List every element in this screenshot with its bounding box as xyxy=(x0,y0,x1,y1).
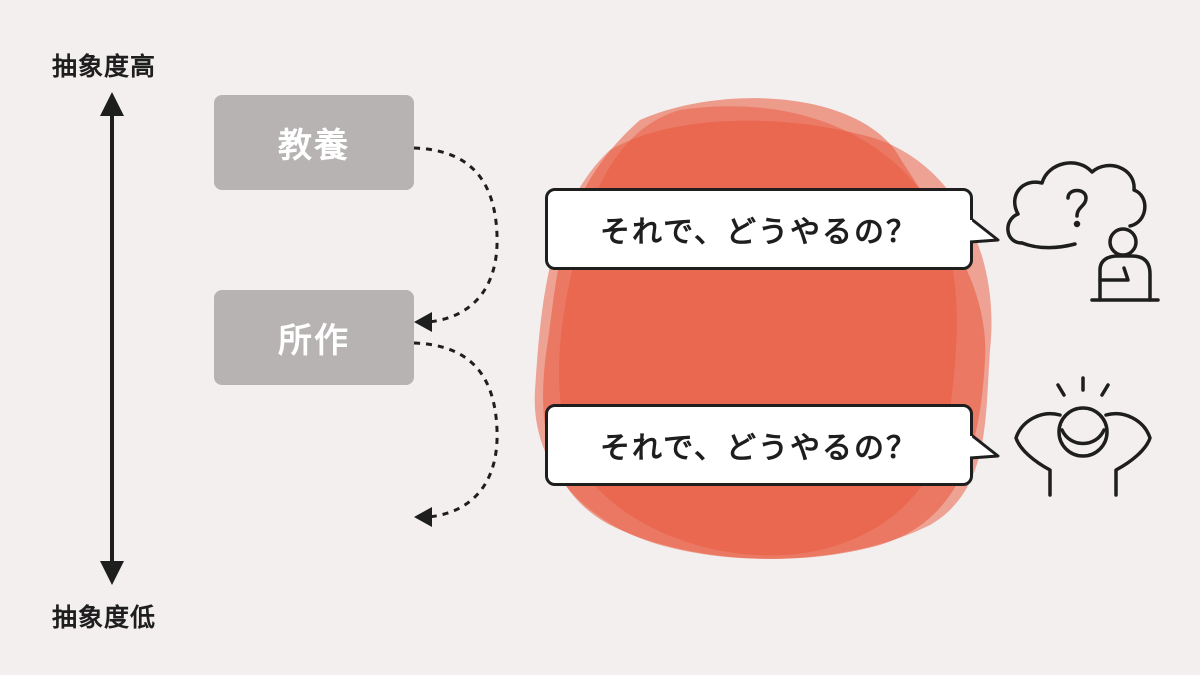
speech-bubble-2: それで、どうやるの？ xyxy=(545,404,973,486)
speech-bubble-1: それで、どうやるの？ xyxy=(545,188,973,270)
abstraction-axis-arrow xyxy=(100,92,124,585)
dotted-arrow-2 xyxy=(413,341,499,527)
axis-label-low: 抽象度低 xyxy=(52,603,157,632)
axis-label-high: 抽象度高 xyxy=(52,52,157,81)
box-conduct: 所作 xyxy=(214,290,414,385)
thinking-person-icon xyxy=(1006,161,1160,302)
dotted-arrow-1 xyxy=(413,146,499,332)
red-blob-cluster xyxy=(534,98,992,559)
speech-bubble-tail-2 xyxy=(970,432,1000,460)
frustrated-person-icon xyxy=(1014,376,1152,497)
speech-bubble-tail-1 xyxy=(970,216,1000,244)
box-liberal-arts: 教養 xyxy=(214,95,414,190)
